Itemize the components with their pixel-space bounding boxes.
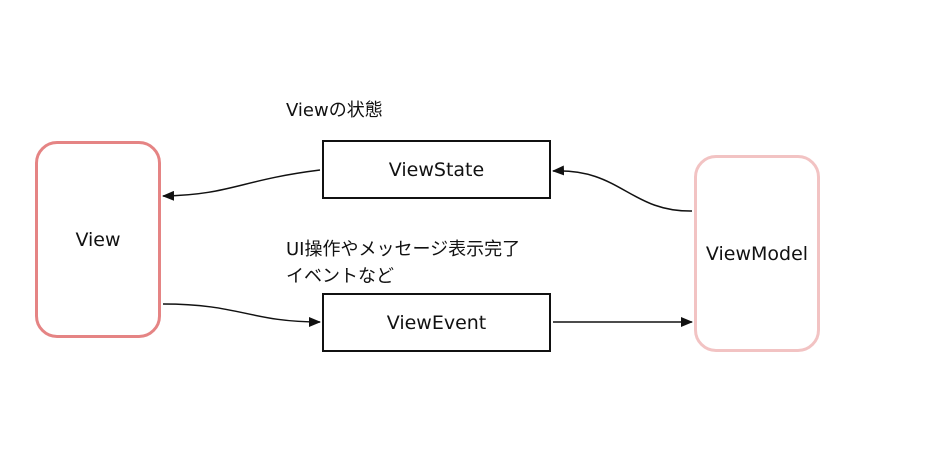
edge-viewmodel-to-viewstate	[552, 165, 693, 212]
viewmodel-node-label: ViewModel	[705, 242, 809, 265]
edge-viewstate-to-view	[162, 169, 321, 201]
edge-view-to-viewevent	[162, 303, 321, 327]
view-node: View	[35, 141, 161, 338]
viewevent-caption-line-2: イベントなど	[286, 266, 394, 287]
viewevent-caption-line-1: UI操作やメッセージ表示完了	[286, 239, 521, 260]
viewstate-node: ViewState	[322, 140, 551, 199]
viewevent-node: ViewEvent	[322, 293, 551, 352]
viewstate-node-label: ViewState	[388, 158, 485, 181]
viewmodel-node: ViewModel	[694, 155, 820, 352]
viewstate-caption: Viewの状態	[286, 100, 383, 121]
viewevent-node-label: ViewEvent	[386, 311, 487, 334]
view-node-label: View	[75, 228, 121, 251]
